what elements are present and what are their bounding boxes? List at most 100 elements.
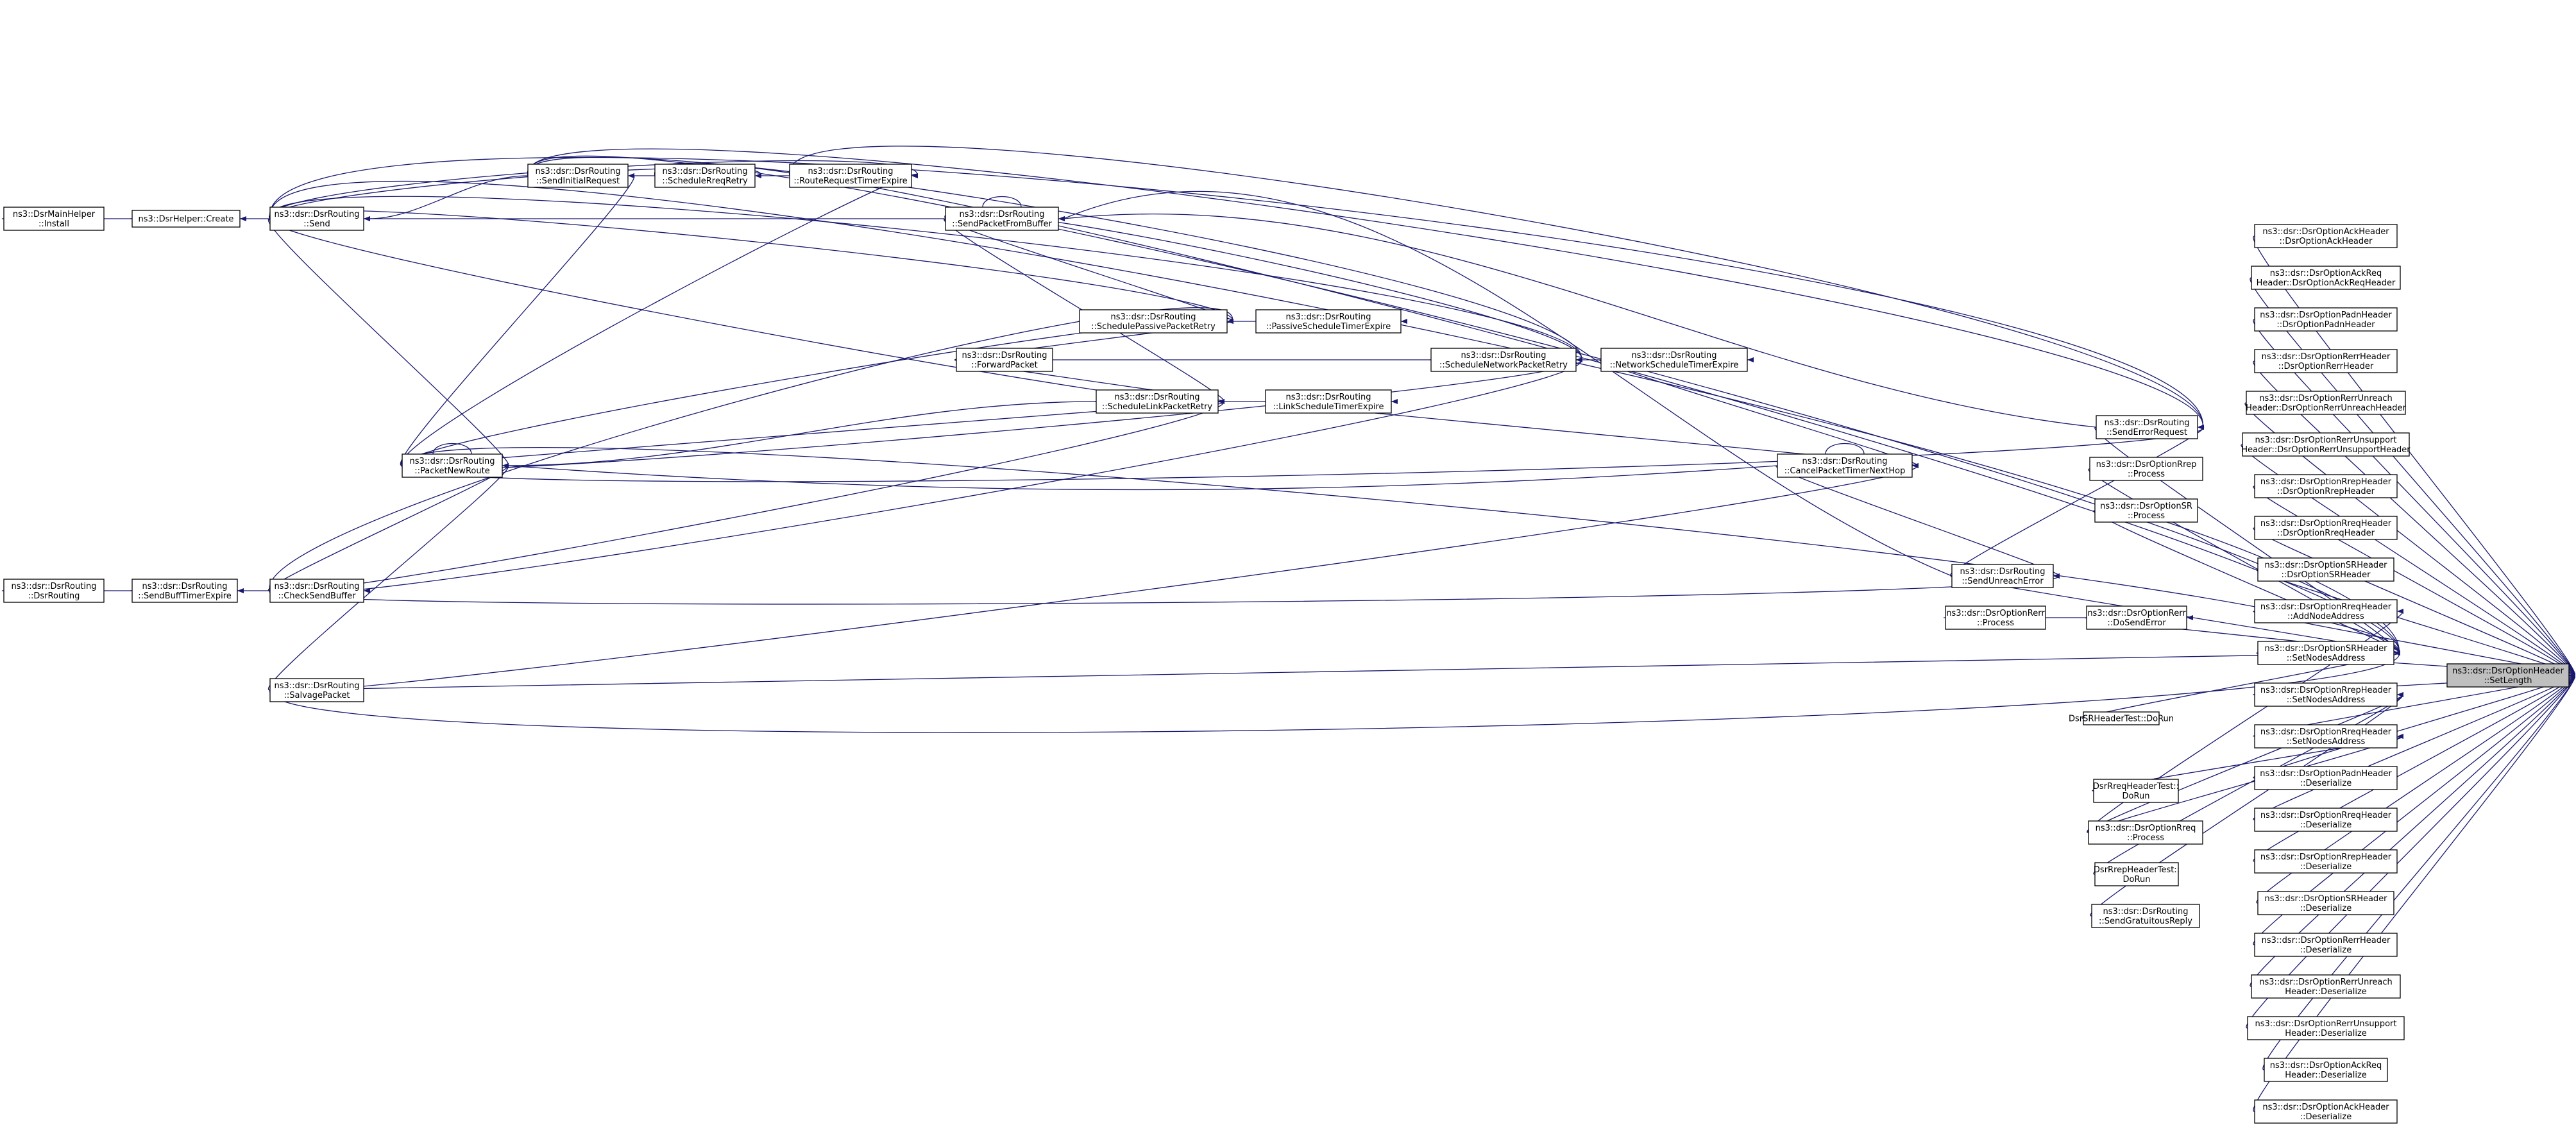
node-c20[interactable]: ns3::dsr::DsrOptionRerrUnsupportHeader::…	[2247, 1016, 2405, 1040]
node-c9[interactable]: ns3::dsr::DsrOptionSRHeader::DsrOptionSR…	[2257, 557, 2394, 582]
node-c7[interactable]: ns3::dsr::DsrOptionRrepHeader::DsrOption…	[2254, 474, 2398, 498]
node-label-line: ns3::dsr::DsrRouting	[962, 351, 1047, 360]
node-sendInitial[interactable]: ns3::dsr::DsrRouting::SendInitialRequest	[527, 164, 629, 188]
node-doSendError[interactable]: ns3::dsr::DsrOptionRerr::DoSendError	[2086, 605, 2187, 630]
node-rreqTimer[interactable]: ns3::dsr::DsrRouting::RouteRequestTimerE…	[789, 164, 912, 188]
node-srTest[interactable]: DsrSRHeaderTest::DoRun	[2069, 711, 2174, 725]
call-edge	[944, 218, 1233, 322]
node-c16[interactable]: ns3::dsr::DsrOptionRrepHeader::Deseriali…	[2254, 849, 2398, 874]
node-box	[269, 678, 364, 702]
node-dsrRouting[interactable]: ns3::dsr::DsrRouting::DsrRouting	[3, 579, 105, 603]
node-label-line: ns3::dsr::DsrOptionAckReq	[2270, 1061, 2382, 1071]
node-cancelTimer[interactable]: ns3::dsr::DsrRouting::CancelPacketTimerN…	[1777, 453, 1913, 478]
node-box	[789, 164, 912, 188]
node-root[interactable]: ns3::dsr::DsrOptionHeader::SetLength	[2446, 663, 2570, 688]
node-linkTimer[interactable]: ns3::dsr::DsrRouting::LinkScheduleTimerE…	[1265, 389, 1392, 414]
node-netSchedTimer[interactable]: ns3::dsr::DsrRouting::NetworkScheduleTim…	[1600, 348, 1748, 372]
node-rerrProcess[interactable]: ns3::dsr::DsrOptionRerr::Process	[1945, 605, 2046, 630]
node-c21[interactable]: ns3::dsr::DsrOptionAckReqHeader::Deseria…	[2264, 1058, 2388, 1082]
node-c22[interactable]: ns3::dsr::DsrOptionAckHeader::Deserializ…	[2254, 1099, 2398, 1124]
node-label-line: ::SendInitialRequest	[536, 176, 620, 186]
node-sendBuffTimer[interactable]: ns3::dsr::DsrRouting::SendBuffTimerExpir…	[131, 579, 238, 603]
node-schedNetRetry[interactable]: ns3::dsr::DsrRouting::ScheduleNetworkPac…	[1430, 348, 1577, 372]
node-c14[interactable]: ns3::dsr::DsrOptionPadnHeader::Deseriali…	[2254, 766, 2398, 790]
node-label-line: ::SchedulePassivePacketRetry	[1091, 322, 1216, 332]
node-c19[interactable]: ns3::dsr::DsrOptionRerrUnreachHeader::De…	[2251, 974, 2401, 999]
call-edge	[2253, 675, 2575, 1112]
node-c6[interactable]: ns3::dsr::DsrOptionRerrUnsupportHeader::…	[2241, 432, 2411, 457]
node-sendUnreachError[interactable]: ns3::dsr::DsrRouting::SendUnreachError	[1951, 564, 2054, 588]
node-box	[1945, 605, 2046, 630]
call-edge	[2250, 675, 2575, 987]
node-c11[interactable]: ns3::dsr::DsrOptionSRHeader::SetNodesAdd…	[2257, 641, 2394, 665]
node-c17[interactable]: ns3::dsr::DsrOptionSRHeader::Deserialize	[2257, 891, 2394, 915]
call-edge	[269, 157, 2203, 428]
node-c12[interactable]: ns3::dsr::DsrOptionRrepHeader::SetNodesA…	[2254, 682, 2398, 707]
node-label-line: ::DsrOptionPadnHeader	[2276, 320, 2375, 330]
node-label-line: ns3::dsr::DsrRouting	[142, 582, 228, 591]
arrowhead	[364, 216, 370, 221]
node-box	[2254, 349, 2398, 373]
node-box	[2254, 849, 2398, 874]
node-label-line: ns3::dsr::DsrOptionRerrHeader	[2262, 352, 2391, 362]
node-label-line: ns3::dsr::DsrOptionRreq	[2096, 824, 2196, 833]
node-sendFromBuffer[interactable]: ns3::dsr::DsrRouting::SendPacketFromBuff…	[945, 207, 1059, 231]
node-box	[2264, 1058, 2388, 1082]
node-sendErrorRequest[interactable]: ns3::dsr::DsrRouting::SendErrorRequest	[2096, 415, 2198, 439]
call-edge	[2253, 675, 2575, 945]
node-label-line: DsrRreqHeaderTest::	[2093, 782, 2179, 791]
node-label-line: ns3::dsr::DsrRouting	[2105, 418, 2190, 428]
node-c2[interactable]: ns3::dsr::DsrOptionAckReqHeader::DsrOpti…	[2251, 266, 2401, 290]
node-packetNewRoute[interactable]: ns3::dsr::DsrRouting::PacketNewRoute	[402, 453, 503, 478]
node-gratuitous[interactable]: ns3::dsr::DsrRouting::SendGratuitousRepl…	[2091, 904, 2200, 928]
node-send[interactable]: ns3::dsr::DsrRouting::Send	[269, 207, 364, 231]
node-label-line: ::ScheduleLinkPacketRetry	[1102, 402, 1213, 412]
arrowhead	[237, 588, 244, 593]
call-edge	[507, 401, 1097, 466]
node-box	[2093, 779, 2179, 803]
node-srProcess[interactable]: ns3::dsr::DsrOptionSR::Process	[2094, 498, 2198, 523]
node-schedRreqRetry[interactable]: ns3::dsr::DsrRouting::ScheduleRreqRetry	[654, 164, 756, 188]
node-label-line: ::Deserialize	[2300, 862, 2352, 872]
node-c15[interactable]: ns3::dsr::DsrOptionRreqHeader::Deseriali…	[2254, 808, 2398, 832]
node-label-line: ::Deserialize	[2300, 1112, 2352, 1122]
node-c4[interactable]: ns3::dsr::DsrOptionRerrHeader::DsrOption…	[2254, 349, 2398, 373]
arrowhead	[2198, 425, 2204, 430]
node-label-line: ::SetLength	[2484, 676, 2532, 686]
node-label-line: ns3::dsr::DsrOptionRrepHeader	[2260, 686, 2392, 695]
node-box	[2088, 820, 2203, 845]
call-edge	[527, 155, 2400, 654]
node-checkSendBuffer[interactable]: ns3::dsr::DsrRouting::CheckSendBuffer	[269, 579, 364, 603]
node-rrepProcess[interactable]: ns3::dsr::DsrOptionRrep::Process	[2089, 457, 2203, 481]
node-c13[interactable]: ns3::dsr::DsrOptionRreqHeader::SetNodesA…	[2254, 724, 2398, 749]
node-label-line: ns3::dsr::DsrOptionSR	[2100, 502, 2192, 511]
node-mainHelper[interactable]: ns3::DsrMainHelper::Install	[3, 207, 105, 231]
node-label-line: ::SetNodesAddress	[2287, 737, 2366, 747]
arrowhead	[1391, 399, 1398, 404]
node-label-line: ::Send	[303, 219, 330, 229]
node-c8[interactable]: ns3::dsr::DsrOptionRreqHeader::DsrOption…	[2254, 516, 2398, 540]
node-label-line: ::Process	[2128, 470, 2165, 479]
node-label-line: ns3::dsr::DsrRouting	[960, 210, 1045, 219]
node-box	[1777, 453, 1913, 478]
node-schedLink[interactable]: ns3::dsr::DsrRouting::ScheduleLinkPacket…	[1096, 389, 1219, 414]
node-c1[interactable]: ns3::dsr::DsrOptionAckHeader::DsrOptionA…	[2254, 224, 2398, 248]
node-salvage[interactable]: ns3::dsr::DsrRouting::SalvagePacket	[269, 678, 364, 702]
node-box	[2242, 432, 2410, 457]
node-label-line: ::SendGratuitousReply	[2099, 917, 2192, 926]
node-rreqProcess[interactable]: ns3::dsr::DsrOptionRreq::Process	[2088, 820, 2203, 845]
node-passiveTimer[interactable]: ns3::dsr::DsrRouting::PassiveScheduleTim…	[1255, 309, 1402, 334]
node-c18[interactable]: ns3::dsr::DsrOptionRerrHeader::Deseriali…	[2254, 933, 2398, 957]
node-forwardPacket[interactable]: ns3::dsr::DsrRouting::ForwardPacket	[956, 348, 1053, 372]
node-label-line: ns3::dsr::DsrRouting	[808, 167, 894, 176]
node-label-line: ::SendUnreachError	[1962, 577, 2044, 586]
node-helperCreate[interactable]: ns3::DsrHelper::Create	[131, 210, 241, 228]
node-c3[interactable]: ns3::dsr::DsrOptionPadnHeader::DsrOption…	[2254, 307, 2398, 332]
node-rrepTest[interactable]: DsrRrepHeaderTest::DoRun	[2094, 862, 2180, 886]
node-c10[interactable]: ns3::dsr::DsrOptionRreqHeader::AddNodeAd…	[2254, 599, 2398, 623]
node-schedPassive[interactable]: ns3::dsr::DsrRouting::SchedulePassivePac…	[1079, 309, 1228, 334]
node-box	[2254, 682, 2398, 707]
node-rreqTest[interactable]: DsrRreqHeaderTest::DoRun	[2093, 779, 2179, 803]
node-c5[interactable]: ns3::dsr::DsrOptionRerrUnreachHeader::Ds…	[2246, 391, 2407, 415]
node-box	[654, 164, 756, 188]
